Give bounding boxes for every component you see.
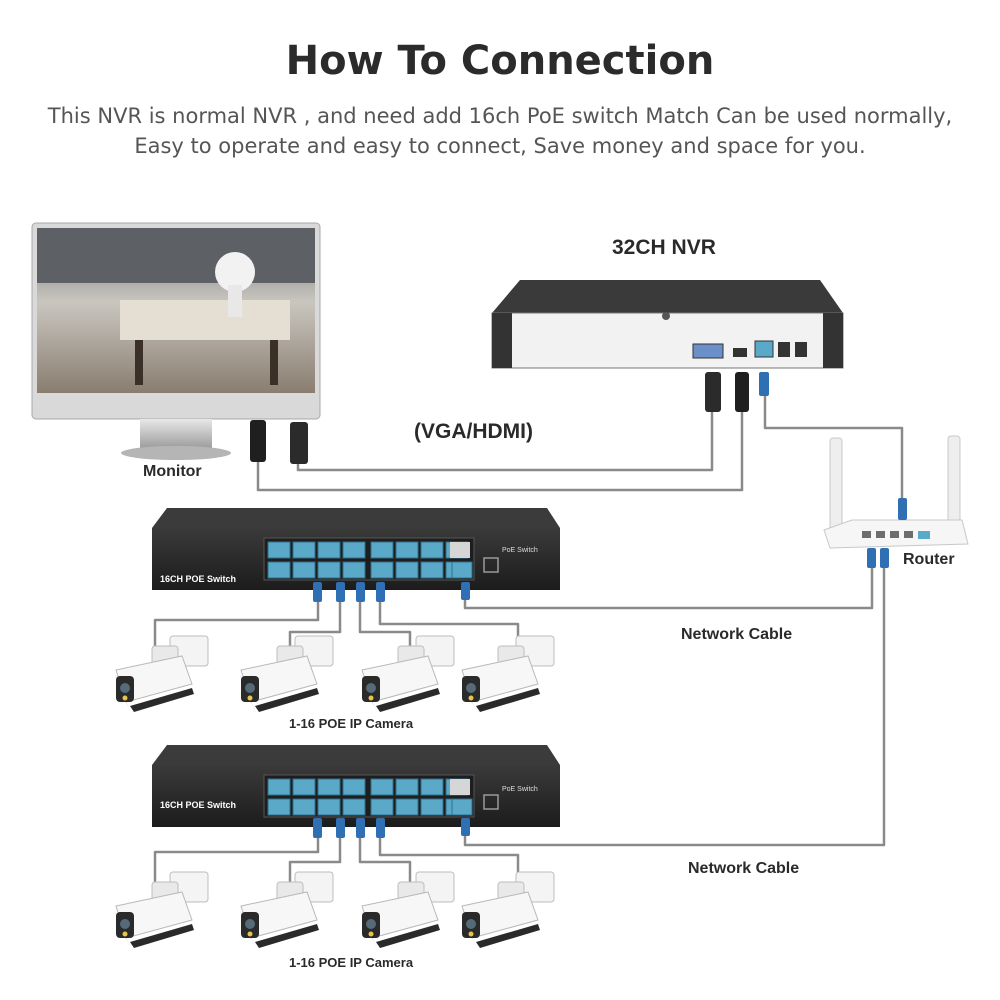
ip-camera (113, 871, 209, 951)
monitor (31, 222, 321, 460)
camera-group-2-label: 1-16 POE IP Camera (289, 955, 414, 970)
network-cable-label-2: Network Cable (688, 860, 800, 877)
switch-1-badge: PoE Switch (502, 547, 538, 554)
vga-cable (296, 408, 714, 472)
nvr-network-plug (759, 372, 769, 396)
monitor-label: Monitor (143, 463, 202, 480)
ip-camera (238, 871, 334, 951)
ip-camera (359, 871, 455, 951)
camera-group-1 (113, 635, 555, 715)
nvr-device (491, 280, 844, 369)
ip-camera (459, 635, 555, 715)
page-title: How To Connection (285, 38, 715, 84)
ip-camera (113, 635, 209, 715)
ip-camera (459, 871, 555, 951)
router-label: Router (903, 551, 955, 568)
subtitle-line-1: This NVR is normal NVR , and need add 16… (47, 104, 953, 128)
router-device (823, 435, 969, 568)
vga-plug (705, 372, 721, 412)
camera-group-1-label: 1-16 POE IP Camera (289, 716, 414, 731)
nvr-label: 32CH NVR (612, 236, 716, 259)
switch-2-name: 16CH POE Switch (160, 800, 237, 810)
cable-lines (153, 395, 904, 888)
monitor-vga-plug (290, 422, 308, 464)
hdmi-cable (256, 408, 744, 492)
monitor-hdmi-plug (250, 420, 266, 462)
ip-camera (238, 635, 334, 715)
switch-1-name: 16CH POE Switch (160, 574, 237, 584)
camera-group-2 (113, 871, 555, 951)
cam1-cable (153, 600, 320, 660)
ip-camera (359, 635, 455, 715)
network-cable-label-1: Network Cable (681, 626, 793, 643)
video-cable-label: (VGA/HDMI) (414, 420, 533, 443)
switch2-router-cable (463, 565, 886, 847)
nvr-router-cable (763, 395, 904, 498)
switch-2-badge: PoE Switch (502, 786, 538, 793)
hdmi-plug (735, 372, 749, 412)
poe-switch-2 (151, 744, 561, 828)
switch1-router-cable (463, 565, 874, 610)
subtitle-line-2: Easy to operate and easy to connect, Sav… (134, 134, 866, 158)
